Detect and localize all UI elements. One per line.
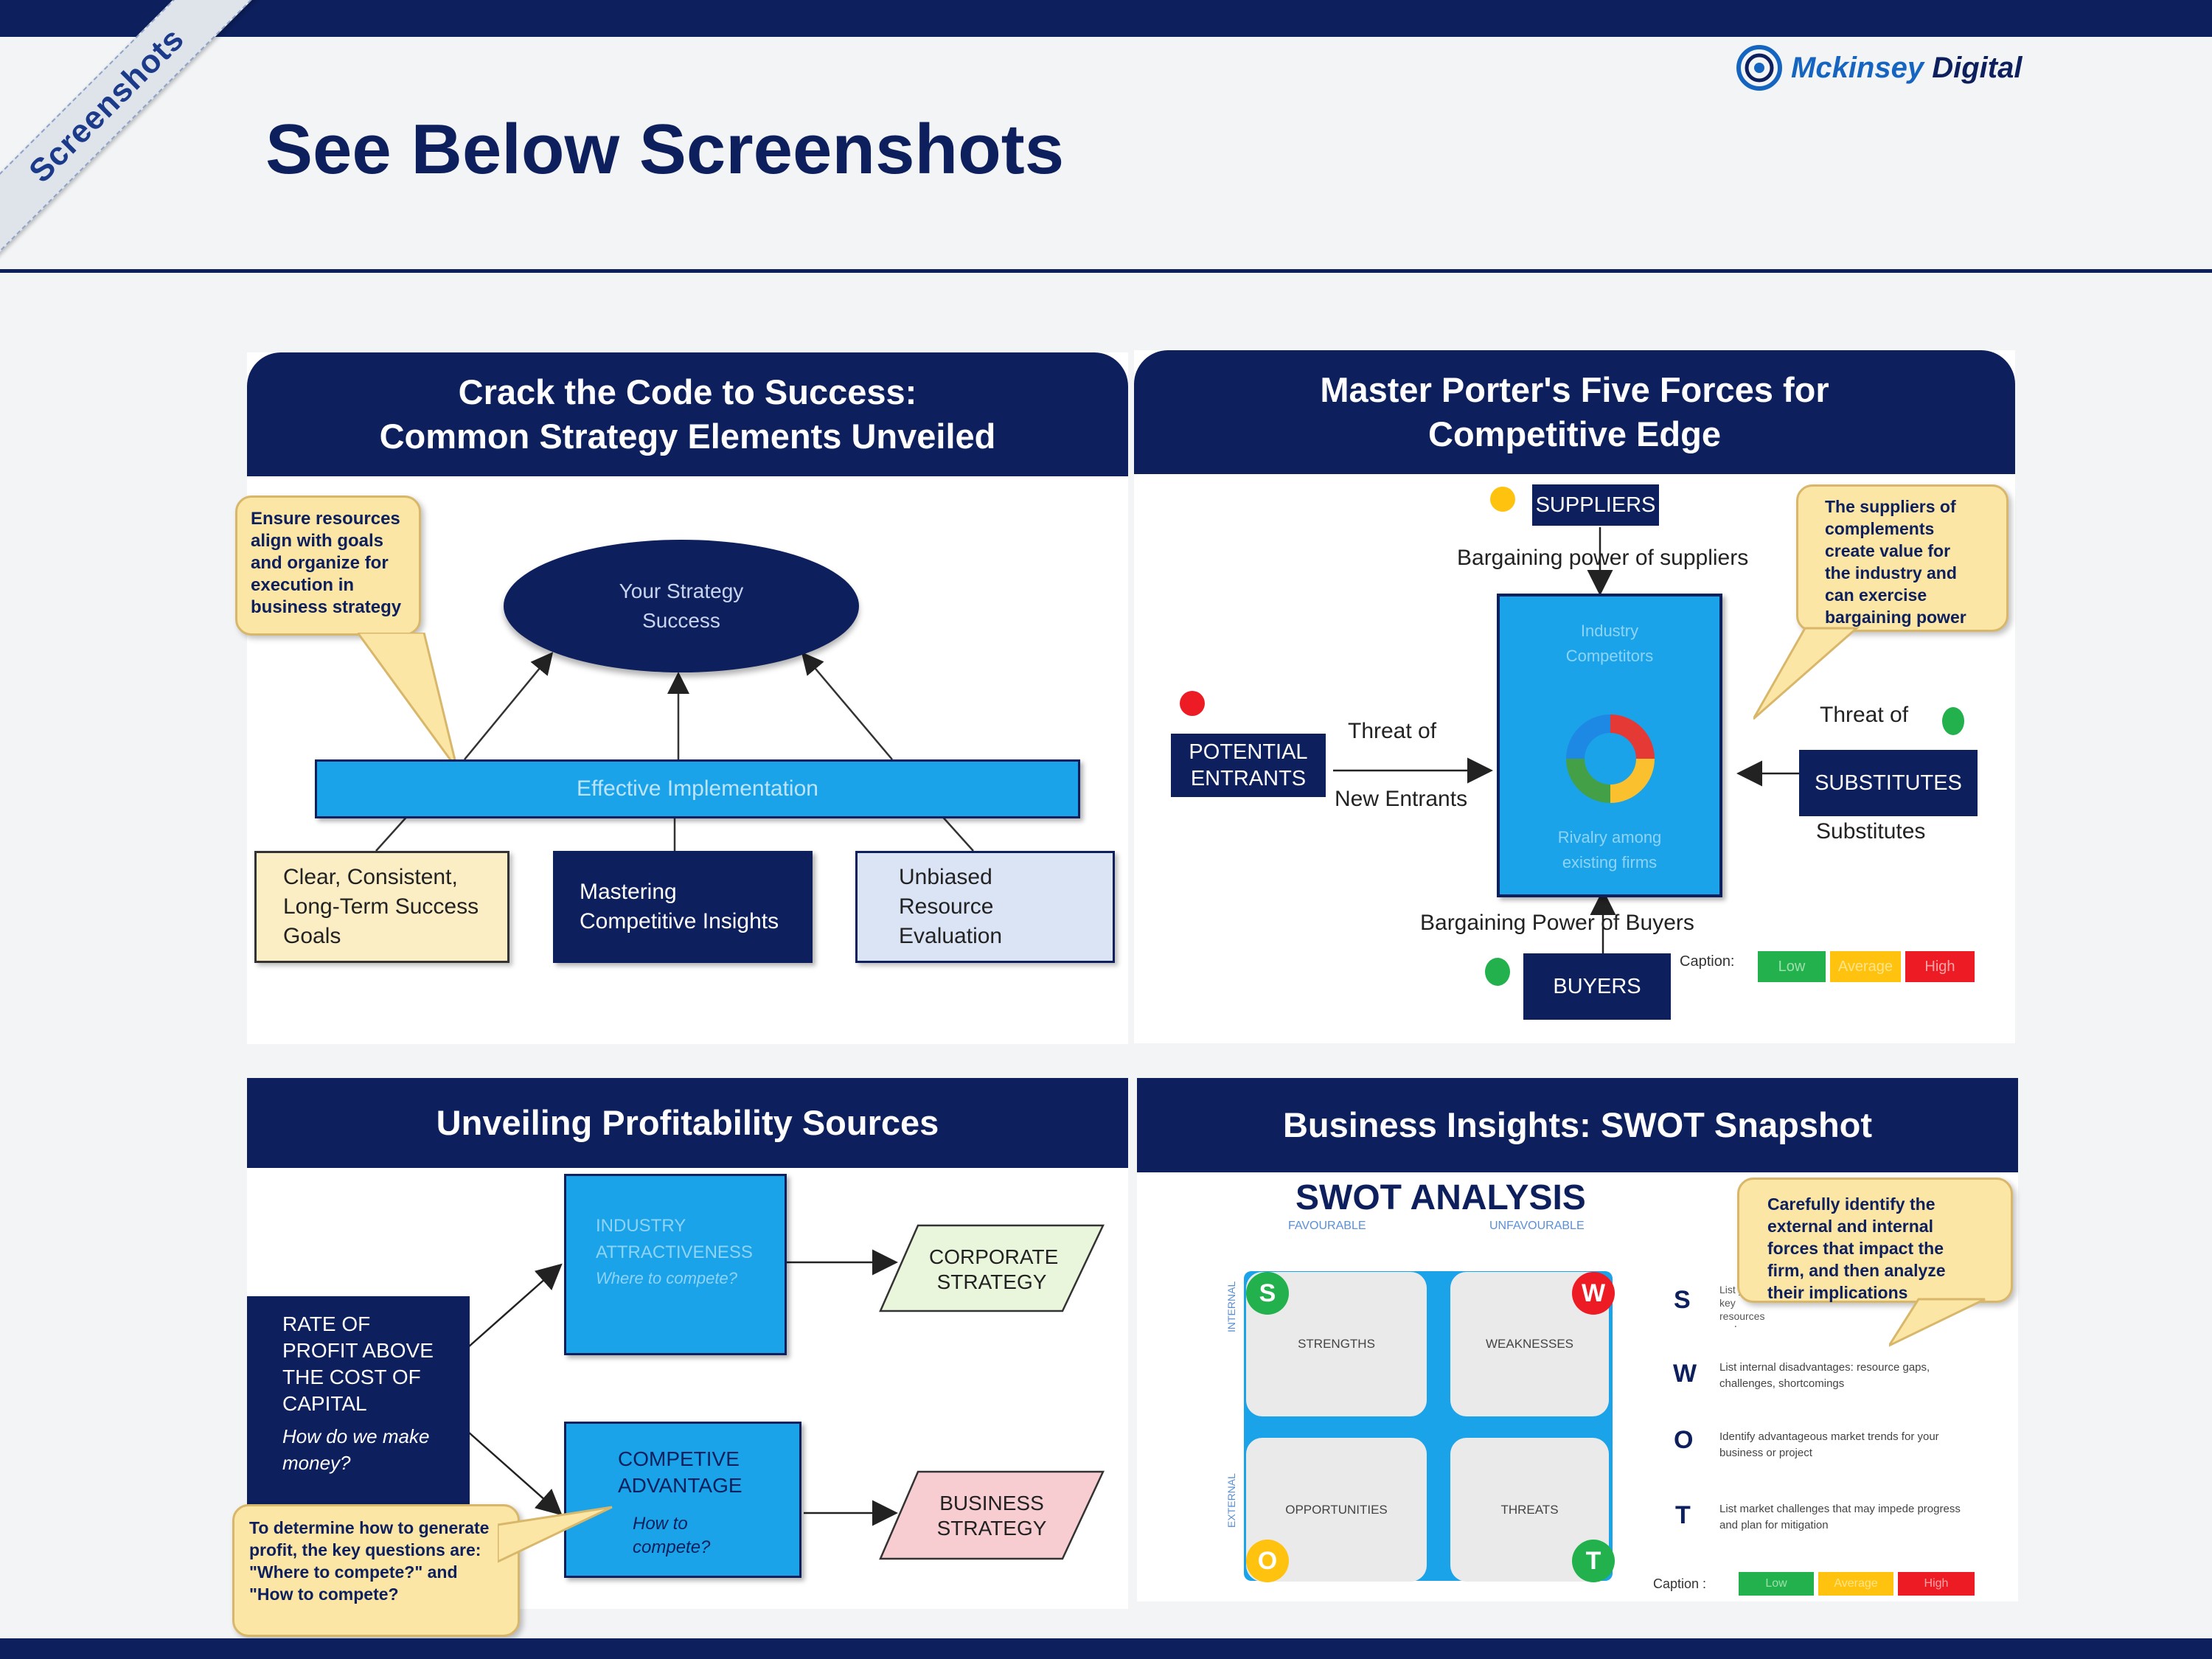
- rate-of-profit-box: RATE OF PROFIT ABOVE THE COST OF CAPITAL…: [247, 1296, 470, 1509]
- swot-legend-average: Average: [1818, 1572, 1893, 1596]
- bottom-bar: [0, 1638, 2212, 1659]
- corporate-strategy-shape: CORPORATE STRATEGY: [877, 1224, 1106, 1312]
- swot-letter-o: O: [1674, 1426, 1694, 1454]
- suppliers-indicator: [1490, 487, 1515, 512]
- entrants-indicator: [1180, 691, 1205, 716]
- profitability-panel: Unveiling Profitability Sources RATE OF …: [232, 1078, 1128, 1637]
- industry-label: Industry Competitors: [1565, 622, 1654, 665]
- swot-unfavourable: UNFAVOURABLE: [1489, 1220, 1585, 1232]
- swot-panel: Business Insights: SWOT Snapshot SWOT AN…: [1137, 1078, 2018, 1601]
- legend-low: Low: [1758, 951, 1826, 982]
- page-title: See Below Screenshots: [265, 110, 1065, 189]
- logo-brand: Mckinsey: [1791, 51, 1924, 84]
- five-forces-title-line1: Master Porter's Five Forces for: [1320, 370, 1829, 409]
- substitutes-indicator: [1942, 707, 1964, 735]
- substitutes-label: Substitutes: [1816, 819, 1926, 844]
- competitive-advantage-box: COMPETIVE ADVANTAGE How to compete?: [564, 1422, 801, 1578]
- strategy-panel-header: Crack the Code to Success: Common Strate…: [247, 352, 1128, 476]
- swot-external-label: EXTERNAL: [1225, 1473, 1237, 1528]
- swot-badge-s: S: [1246, 1272, 1289, 1315]
- strategy-connectors: [375, 652, 974, 852]
- profitability-title: Unveiling Profitability Sources: [436, 1103, 939, 1142]
- swot-title: SWOT ANALYSIS: [1295, 1178, 1586, 1217]
- logo: Mckinsey Digital: [1736, 45, 2023, 91]
- swot-badge-t: T: [1572, 1540, 1615, 1582]
- corporate-strategy-parallelogram: [879, 1224, 1105, 1312]
- swot-caption: Caption :: [1653, 1576, 1707, 1591]
- implementation-bar: Effective Implementation: [315, 759, 1080, 818]
- business-strategy-parallelogram: [879, 1470, 1105, 1560]
- threat-entrants-label-2: New Entrants: [1335, 787, 1468, 811]
- business-strategy-shape: BUSINESS STRATEGY: [877, 1470, 1106, 1560]
- swot-letter-s: S: [1674, 1286, 1691, 1314]
- swot-legend-low: Low: [1739, 1572, 1814, 1596]
- suppliers-box: SUPPLIERS: [1532, 484, 1659, 526]
- swot-callout: Carefully identify the external and inte…: [1737, 1178, 2013, 1303]
- profitability-arrows: [467, 1249, 898, 1526]
- five-forces-title-line2: Competitive Edge: [1428, 414, 1721, 453]
- swot-letter-t: T: [1675, 1501, 1691, 1529]
- strategy-element-insights: Mastering Competitive Insights: [553, 851, 813, 963]
- corner-ribbon: Screenshots: [0, 0, 280, 280]
- profitability-panel-header: Unveiling Profitability Sources: [247, 1078, 1128, 1168]
- logo-icon: [1736, 45, 1782, 91]
- strategy-callout: Ensure resources align with goals and or…: [235, 495, 421, 636]
- five-forces-caption: Caption:: [1680, 953, 1735, 970]
- strategy-panel: Crack the Code to Success: Common Strate…: [235, 352, 1128, 1044]
- logo-suffix: Digital: [1932, 51, 2023, 84]
- threat-entrants-label-1: Threat of: [1348, 719, 1437, 743]
- rivalry-cycle-icon: [1566, 714, 1655, 803]
- swot-desc-w: List internal disadvantages: resource ga…: [1719, 1361, 1930, 1390]
- five-forces-panel-header: Master Porter's Five Forces for Competit…: [1134, 350, 2015, 474]
- swot-badge-w: W: [1572, 1272, 1615, 1315]
- top-bar: [0, 0, 2212, 37]
- buyers-power-label: Bargaining Power of Buyers: [1420, 911, 1694, 935]
- strategy-goal-label: Your Strategy Success: [619, 580, 744, 632]
- buyers-indicator: [1485, 958, 1510, 986]
- swot-card-strengths: STRENGTHS: [1246, 1272, 1427, 1416]
- strategy-element-resources: Unbiased Resource Evaluation: [855, 851, 1115, 963]
- potential-entrants-box: POTENTIAL ENTRANTS: [1171, 734, 1326, 797]
- five-forces-arrows: [1333, 527, 1799, 962]
- strategy-callout-tail: [358, 633, 459, 770]
- strategy-title-line1: Crack the Code to Success:: [458, 372, 917, 411]
- suppliers-power-label: Bargaining power of suppliers: [1457, 546, 1749, 570]
- strategy-title-line2: Common Strategy Elements Unveiled: [379, 417, 996, 456]
- substitutes-box: SUBSTITUTES: [1799, 750, 1978, 816]
- swot-desc-o: Identify advantageous market trends for …: [1719, 1430, 1939, 1459]
- swot-panel-title: Business Insights: SWOT Snapshot: [1282, 1105, 1873, 1144]
- industry-box: Industry Competitors Rivalry among exist…: [1497, 594, 1722, 897]
- five-forces-callout: The suppliers of complements create valu…: [1796, 484, 2008, 632]
- strategy-element-goals: Clear, Consistent, Long-Term Success Goa…: [254, 851, 509, 963]
- industry-attractiveness-box: INDUSTRY ATTRACTIVENESS Where to compete…: [564, 1174, 787, 1355]
- swot-desc-t: List market challenges that may impede p…: [1719, 1503, 1961, 1531]
- profitability-callout: To determine how to generate profit, the…: [232, 1504, 520, 1637]
- swot-panel-header: Business Insights: SWOT Snapshot: [1137, 1078, 2018, 1172]
- five-forces-panel: Master Porter's Five Forces for Competit…: [1134, 350, 2015, 1043]
- buyers-box: BUYERS: [1523, 953, 1671, 1020]
- legend-average: Average: [1830, 951, 1901, 982]
- five-forces-callout-tail: [1753, 627, 1860, 720]
- implementation-label: Effective Implementation: [577, 776, 818, 801]
- rivalry-label: Rivalry among existing firms: [1557, 828, 1662, 872]
- strategy-goal-ellipse: Your Strategy Success: [504, 540, 859, 672]
- swot-favourable: FAVOURABLE: [1288, 1220, 1366, 1232]
- swot-callout-tail: [1889, 1298, 1986, 1347]
- swot-legend-high: High: [1898, 1572, 1975, 1596]
- swot-internal-label: INTERNAL: [1225, 1281, 1237, 1332]
- threat-substitutes-label: Threat of: [1820, 703, 1909, 727]
- swot-badge-o: O: [1246, 1540, 1289, 1582]
- swot-letter-w: W: [1673, 1360, 1697, 1388]
- ribbon-label: Screenshots: [22, 21, 192, 190]
- legend-high: High: [1905, 951, 1975, 982]
- title-divider: [0, 269, 2212, 273]
- profitability-callout-tail: [498, 1506, 613, 1563]
